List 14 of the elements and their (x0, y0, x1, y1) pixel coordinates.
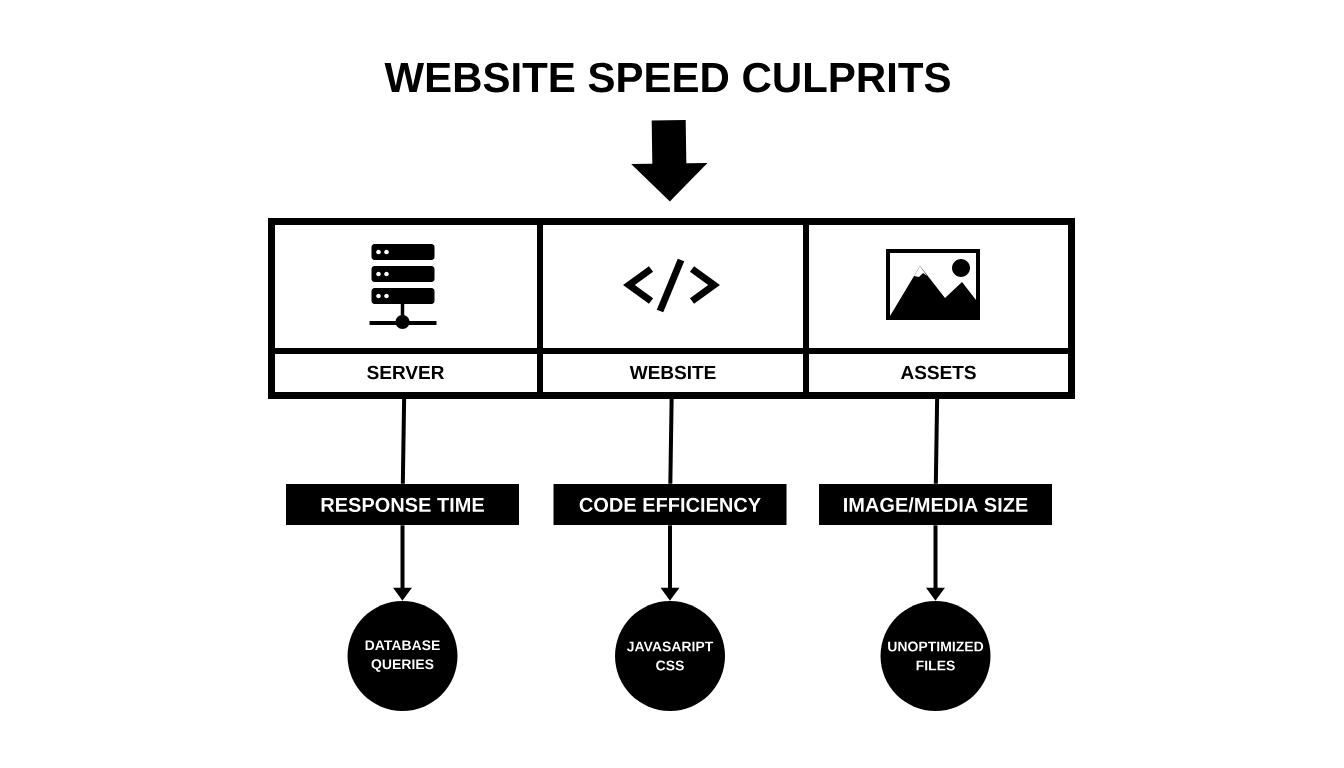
circle-node: DATABASE QUERIES (347, 601, 458, 711)
table-column: WEBSITE (537, 218, 809, 398)
label-bar: RESPONSE TIME (286, 484, 519, 525)
title: WEBSITE SPEED CULPRITS (384, 62, 950, 93)
circle-node: JAVASARIPT CSS (615, 601, 725, 711)
table-column: ASSETS (803, 218, 1074, 398)
table-frame (268, 218, 1075, 399)
table-column: SERVER (268, 218, 543, 398)
connector-line (933, 397, 940, 484)
connector-line (400, 398, 407, 484)
circle-node: UNOPTIMIZED FILES (880, 601, 991, 711)
label-bar: CODE EFFICIENCY (553, 484, 787, 525)
label-bar: IMAGE/MEDIA SIZE (819, 484, 1052, 525)
connector-line (668, 397, 674, 484)
